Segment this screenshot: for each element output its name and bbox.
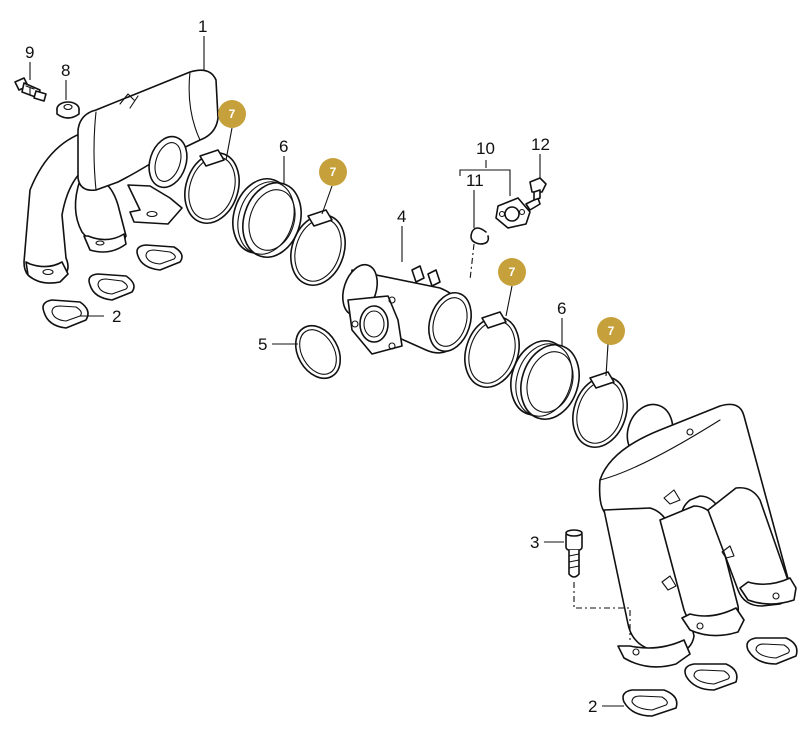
svg-text:7: 7 — [509, 265, 516, 279]
svg-text:7: 7 — [229, 107, 236, 121]
callout-10: 10 — [476, 139, 495, 158]
callout-12: 12 — [531, 135, 550, 154]
svg-text:7: 7 — [608, 324, 615, 338]
part-6-rubber-sleeve-1 — [232, 178, 302, 258]
part-6-rubber-sleeve-2 — [510, 340, 580, 420]
part-7-hose-clamp-1 — [184, 149, 240, 224]
callout-numbers: 1 9 8 6 2 4 5 10 11 12 6 3 2 — [25, 17, 597, 716]
badge-7-d: 7 — [597, 317, 625, 345]
part-2-gaskets-upper — [42, 244, 183, 329]
part-11-circlip — [470, 227, 490, 245]
callout-6-lower: 6 — [557, 299, 566, 318]
part-7-hose-clamp-2 — [290, 209, 346, 286]
badge-7-a: 7 — [218, 100, 246, 128]
part-9-screw — [14, 77, 47, 102]
lower-intake-manifold — [598, 403, 797, 668]
callout-2-lower: 2 — [588, 697, 597, 716]
part-8-cap — [56, 101, 80, 119]
callout-5: 5 — [258, 335, 267, 354]
part-2-gaskets-lower — [622, 637, 798, 717]
part-10-sensor — [495, 197, 541, 229]
svg-text:7: 7 — [330, 165, 337, 179]
badge-7-c: 7 — [498, 258, 526, 286]
callout-3: 3 — [530, 533, 539, 552]
part-1-intake-tube — [23, 69, 219, 284]
badge-7-b: 7 — [319, 158, 347, 186]
callout-9: 9 — [25, 43, 34, 62]
leader-lines — [29, 36, 631, 707]
part-5-o-ring — [294, 324, 342, 380]
callout-2-upper: 2 — [112, 307, 121, 326]
callout-1: 1 — [198, 17, 207, 36]
callout-4: 4 — [397, 207, 406, 226]
callout-8: 8 — [61, 61, 70, 80]
callout-6-upper: 6 — [279, 137, 288, 156]
part-7-hose-clamp-4 — [572, 371, 628, 448]
part-12-screw — [529, 177, 547, 201]
part-3-bolt — [565, 529, 583, 578]
callout-11: 11 — [466, 171, 484, 190]
part-4-throttle-body — [341, 263, 472, 355]
